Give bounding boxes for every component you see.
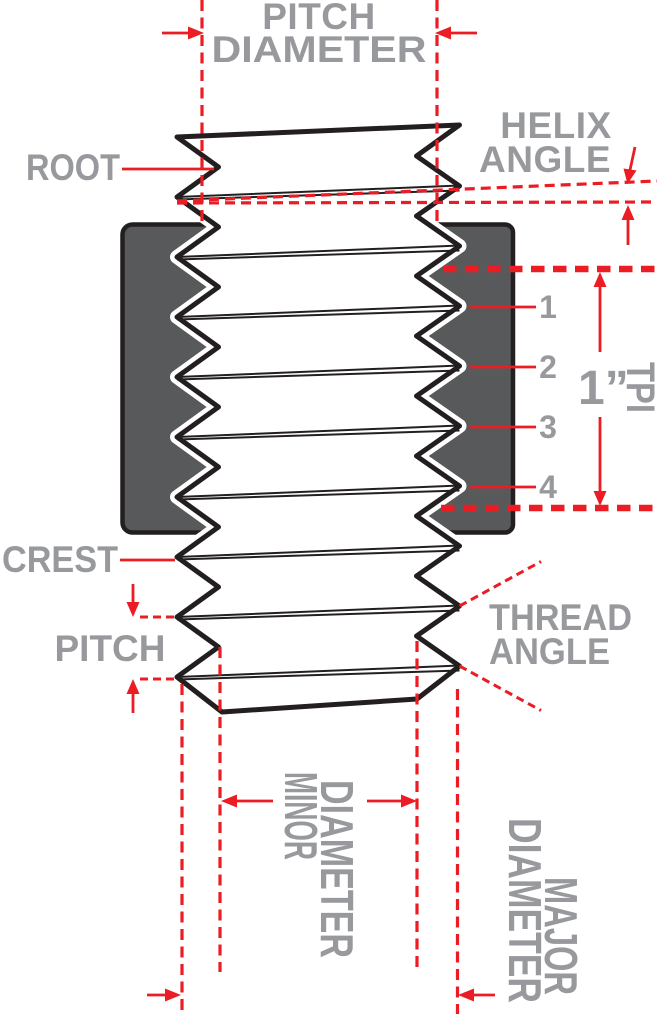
- helix-angle-label-line1: HELIX: [500, 105, 611, 146]
- major-diameter-label-word1: MAJOR: [535, 877, 587, 995]
- thread-count-2: 2: [539, 349, 557, 385]
- major-arrow-right: [458, 988, 474, 1002]
- helix-angle-upper-arrow: [623, 168, 637, 184]
- tpi-arrow-down: [593, 491, 607, 506]
- pitch-diameter-label-line2: DIAMETER: [212, 29, 427, 70]
- tpi-label: TPI: [618, 362, 657, 413]
- annotations: [120, 0, 657, 1014]
- pitch-arrow-up: [126, 679, 140, 694]
- pitch-diameter-arrow-right: [435, 26, 451, 40]
- major-arrow-left: [165, 988, 181, 1002]
- thread-count-1: 1: [539, 289, 557, 325]
- minor-arrow-right: [401, 794, 417, 808]
- bolt-outline: [174, 122, 462, 715]
- helix-angle-lower-arrow: [621, 205, 635, 220]
- helix-angle-horizontal-line: [176, 200, 657, 205]
- pitch-arrow-down: [126, 602, 140, 617]
- helix-angle-label-line2: ANGLE: [479, 139, 611, 180]
- helix-angle-slanted-line: [176, 179, 657, 203]
- crest-label: CREST: [2, 539, 118, 580]
- thread-angle-label-line1: THREAD: [489, 597, 632, 638]
- thread-count-4: 4: [539, 469, 557, 505]
- helix-angle-upper-arrow-tail: [628, 146, 637, 171]
- thread-angle-upper-line: [458, 560, 542, 608]
- thread-angle-lower-line: [458, 664, 542, 712]
- minor-diameter-label-word2: DIAMETER: [311, 780, 363, 958]
- pitch-diameter-label-line1: PITCH: [262, 0, 376, 37]
- bolt-thread-profile: [170, 118, 467, 719]
- pitch-label: PITCH: [55, 628, 166, 669]
- one-inch-label: 1”: [578, 362, 629, 415]
- thread-helix-bands: [176, 184, 460, 681]
- minor-arrow-left: [221, 794, 237, 808]
- pitch-diameter-arrow-left: [188, 26, 204, 40]
- thread-count-3: 3: [539, 409, 557, 445]
- root-label: ROOT: [26, 147, 120, 188]
- thread-angle-label-line2: ANGLE: [489, 631, 610, 672]
- minor-diameter-label-word1: MINOR: [275, 772, 327, 860]
- tpi-arrow-up: [593, 272, 607, 287]
- major-diameter-label-word2: DIAMETER: [499, 818, 551, 1003]
